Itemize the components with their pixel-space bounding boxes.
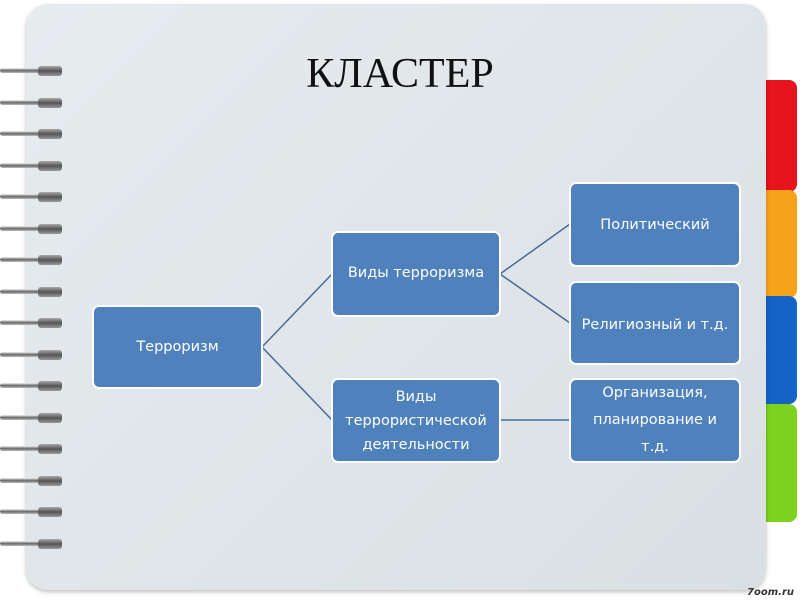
ring-wire — [0, 477, 42, 483]
spiral-ring — [0, 349, 62, 360]
ring-wire — [0, 446, 42, 451]
spiral-ring — [0, 286, 62, 297]
spiral-ring — [0, 192, 62, 202]
spiral-ring — [0, 223, 62, 234]
node-label: Религиозный и т.д. — [581, 317, 729, 333]
ring-wire — [0, 131, 42, 136]
ring-wire — [0, 225, 42, 231]
ring-hole — [38, 475, 62, 486]
ring-wire — [0, 288, 42, 294]
node-terrorism: Терроризм — [92, 305, 263, 389]
page-title: КЛАСТЕР — [306, 51, 494, 97]
spiral-ring — [0, 318, 62, 328]
ring-wire — [0, 540, 42, 546]
ring-wire — [0, 320, 42, 325]
ring-hole — [38, 381, 62, 391]
node-activity-types: Виды террористической деятельности — [331, 378, 501, 463]
connector-root-activity — [261, 346, 333, 421]
connector-root-types — [261, 273, 333, 348]
ring-wire — [0, 68, 42, 73]
ring-wire — [0, 351, 42, 357]
ring-wire — [0, 509, 42, 514]
ring-hole — [38, 444, 62, 454]
node-religious: Религиозный и т.д. — [569, 281, 741, 365]
ring-hole — [38, 255, 62, 265]
ring-hole — [38, 192, 62, 202]
ring-wire — [0, 414, 42, 420]
ring-hole — [38, 538, 62, 549]
node-label: Организация, — [602, 385, 708, 401]
spiral-ring — [0, 129, 62, 139]
node-terrorism-types: Виды терроризма — [331, 231, 501, 317]
spiral-ring — [0, 538, 62, 549]
node-label: Терроризм — [136, 339, 219, 355]
spiral-ring — [0, 255, 62, 265]
spiral-ring — [0, 160, 62, 171]
ring-hole — [38, 349, 62, 360]
spiral-ring — [0, 412, 62, 423]
spiral-ring — [0, 381, 62, 391]
ring-hole — [38, 160, 62, 171]
ring-wire — [0, 257, 42, 262]
ring-hole — [38, 412, 62, 423]
ring-hole — [38, 507, 62, 517]
spiral-ring — [0, 507, 62, 517]
node-label: Политический — [600, 217, 710, 233]
ring-wire — [0, 194, 42, 199]
node-organization: Организация, планирование и т.д. — [569, 378, 741, 463]
spiral-ring — [0, 444, 62, 454]
watermark: 7oom.ru — [747, 587, 794, 598]
node-label: Виды терроризма — [347, 265, 485, 281]
connector-types-religious — [499, 273, 571, 324]
node-label: планирование и — [593, 412, 717, 428]
node-label: Виды — [395, 388, 437, 405]
spiral-ring — [0, 475, 62, 486]
node-label: т.д. — [641, 439, 669, 455]
node-label: террористической — [345, 412, 487, 429]
ring-wire — [0, 383, 42, 388]
connector-types-political — [499, 223, 571, 275]
spiral-ring — [0, 97, 62, 108]
ring-wire — [0, 99, 42, 105]
ring-hole — [38, 286, 62, 297]
ring-hole — [38, 223, 62, 234]
ring-hole — [38, 97, 62, 108]
node-label: деятельности — [362, 436, 470, 453]
spiral-ring — [0, 66, 62, 76]
ring-wire — [0, 162, 42, 168]
node-political: Политический — [569, 182, 741, 267]
ring-hole — [38, 66, 62, 76]
ring-hole — [38, 129, 62, 139]
ring-hole — [38, 318, 62, 328]
